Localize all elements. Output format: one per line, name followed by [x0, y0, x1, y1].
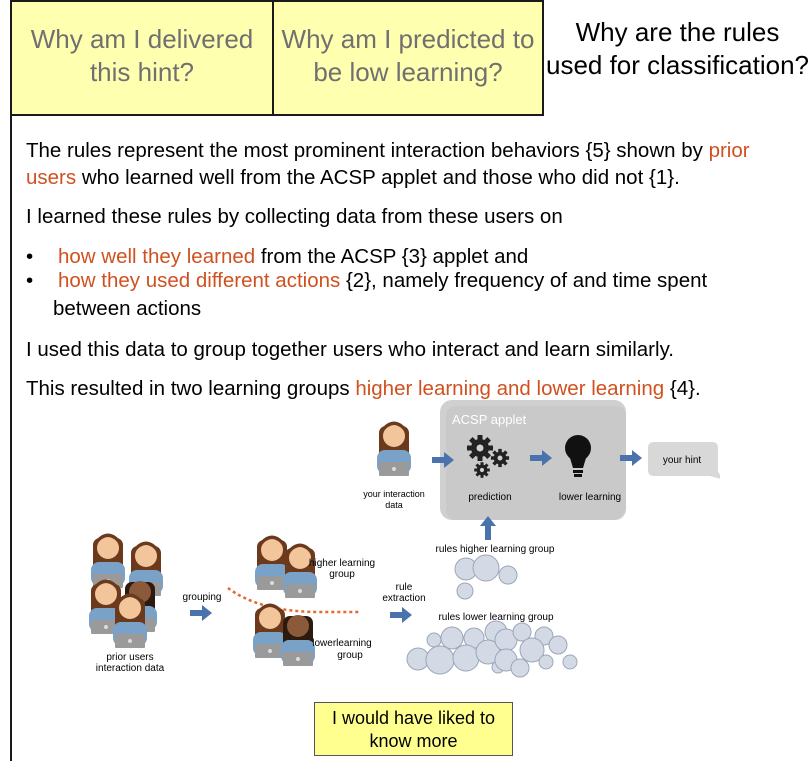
arrow-icon — [190, 605, 212, 621]
higher-group-label-1: higher learning — [309, 558, 375, 569]
know-more-label-1: I would have liked to — [331, 708, 496, 728]
lower-group-label-1: lowerlearning — [312, 638, 371, 649]
tab-why-rules[interactable]: Why are the rules used for classificatio… — [544, 0, 811, 116]
explanation-paragraph-3: I used this data to group together users… — [26, 338, 674, 361]
content-panel — [10, 116, 811, 761]
higher-group-user-icon — [283, 543, 317, 598]
rule-extraction-label-2: extraction — [382, 593, 425, 604]
rules-lower-label: rules lower learning group — [438, 612, 554, 623]
grouping-label: grouping — [183, 592, 222, 603]
prediction-label: prediction — [468, 492, 511, 503]
lightbulb-icon — [565, 435, 591, 477]
your-user-icon — [377, 421, 411, 476]
hint-bubble — [648, 442, 720, 479]
your-hint-label: your hint — [663, 455, 702, 466]
rules-diagram: ACSP applet your interaction data predic… — [60, 400, 720, 680]
prior-users-label-2: interaction data — [96, 663, 165, 674]
rule-extraction-label-1: rule — [396, 582, 413, 593]
tab-bar: Why am I delivered this hint? Why am I p… — [10, 0, 811, 118]
tab-why-low-learning[interactable]: Why am I predicted to be low learning? — [272, 0, 544, 116]
applet-title: ACSP applet — [452, 412, 527, 427]
tab-why-hint[interactable]: Why am I delivered this hint? — [10, 0, 274, 116]
bullet-dot: • — [26, 245, 34, 268]
bullet-dot: • — [26, 269, 34, 292]
arrow-up-icon — [480, 516, 496, 540]
arrow-icon — [390, 607, 412, 623]
tab-why-low-learning-label: Why am I predicted to be low learning? — [281, 24, 535, 87]
prior-users-label-1: prior users — [106, 652, 153, 663]
groups-highlight: higher learning and lower learning — [355, 377, 665, 400]
explanation-paragraph-4: This resulted in two learning groups hig… — [26, 377, 701, 400]
prior-users-highlight: prior — [708, 139, 750, 162]
lower-learning-label: lower learning — [559, 492, 621, 503]
prior-users-highlight-2: users — [26, 166, 77, 189]
higher-group-label-2: group — [329, 569, 355, 580]
explanation-paragraph-2: I learned these rules by collecting data… — [26, 205, 563, 228]
lower-group-label-2: group — [337, 650, 363, 661]
your-interaction-label-1: your interaction — [363, 489, 425, 499]
prior-user-icon — [113, 593, 147, 648]
tab-why-rules-label: Why are the rules used for classificatio… — [545, 17, 810, 80]
lower-rule-circles — [406, 620, 578, 678]
know-more-button[interactable]: I would have liked to know more — [314, 702, 513, 756]
tab-why-hint-label: Why am I delivered this hint? — [30, 24, 254, 87]
gear-icon — [467, 435, 493, 461]
lower-group-user-icon — [281, 615, 315, 666]
rules-higher-label: rules higher learning group — [436, 544, 555, 555]
gear-icon — [474, 462, 490, 478]
gear-icon — [490, 448, 510, 468]
explanation-paragraph-1: The rules represent the most prominent i… — [26, 139, 750, 189]
know-more-label-2: know more — [369, 731, 458, 751]
learned-highlight: how well they learned — [58, 245, 256, 268]
your-interaction-label-2: data — [385, 500, 403, 510]
higher-rule-circles — [454, 554, 518, 600]
actions-highlight: how they used different actions — [58, 269, 341, 292]
